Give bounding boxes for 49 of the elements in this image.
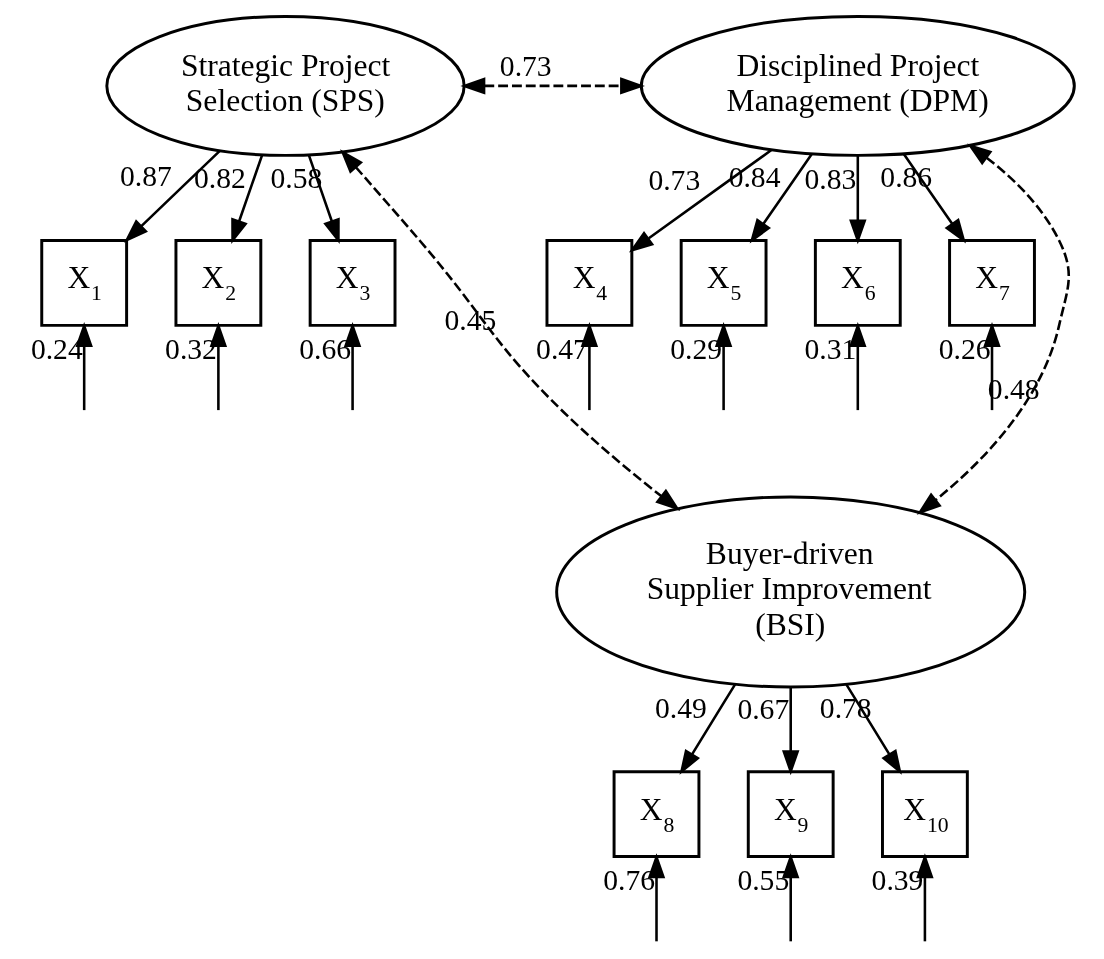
arrow — [339, 149, 680, 511]
node-box: X$_{3}$ — [308, 239, 396, 327]
node-box: X$_{9}$ — [746, 770, 835, 859]
edge-label: 0.67 — [736, 692, 789, 725]
edge-label: 0.26 — [938, 333, 991, 366]
node-box: X$_{2}$ — [173, 239, 262, 327]
edge-label: 0.29 — [669, 333, 722, 366]
edge-label: 0.73 — [499, 50, 552, 83]
arrow — [848, 155, 867, 245]
arrow — [123, 150, 220, 243]
node-ellipse: Buyer-driven Supplier Improvement (BSI) — [554, 495, 1026, 689]
arrow — [781, 687, 799, 776]
edge-label: 0.31 — [804, 333, 856, 366]
arrow — [647, 853, 665, 942]
edge-label: 0.76 — [602, 864, 655, 897]
node-box: X$_{1}$ — [39, 239, 128, 327]
edge-label: 0.84 — [728, 161, 780, 194]
edge-label: 0.45 — [443, 303, 496, 336]
arrow — [848, 322, 867, 411]
arrow — [781, 853, 799, 942]
edge-label: 0.83 — [804, 162, 856, 195]
arrow — [230, 155, 263, 244]
arrow — [580, 322, 598, 411]
arrow — [679, 683, 736, 775]
edge-label: 0.55 — [736, 864, 789, 897]
edge-label: 0.73 — [647, 164, 700, 197]
node-ellipse: Strategic Project Selection (SPS) — [104, 14, 466, 157]
edge-label: 0.66 — [298, 333, 351, 366]
node-box: X$_{6}$ — [813, 239, 902, 327]
node-box: X$_{4}$ — [545, 239, 633, 327]
arrow — [74, 322, 93, 411]
arrow — [307, 155, 340, 244]
node-box: X$_{8}$ — [612, 770, 700, 859]
arrow — [209, 322, 227, 411]
edge-label: 0.49 — [654, 692, 707, 725]
arrow — [459, 77, 645, 95]
edge-label: 0.82 — [193, 162, 246, 195]
node-box: X$_{10}$ — [880, 770, 969, 859]
arrow — [628, 149, 772, 253]
arrow — [714, 322, 732, 411]
arrow — [915, 853, 934, 942]
node-box: X$_{7}$ — [947, 239, 1036, 327]
arrow — [982, 322, 1001, 411]
edge-label: 0.87 — [119, 159, 172, 192]
node-ellipse: Disciplined Project Management (DPM) — [639, 14, 1076, 157]
arrow — [749, 153, 813, 244]
arrow — [916, 143, 1070, 515]
node-box: X$_{5}$ — [679, 239, 767, 327]
arrow — [343, 322, 361, 411]
